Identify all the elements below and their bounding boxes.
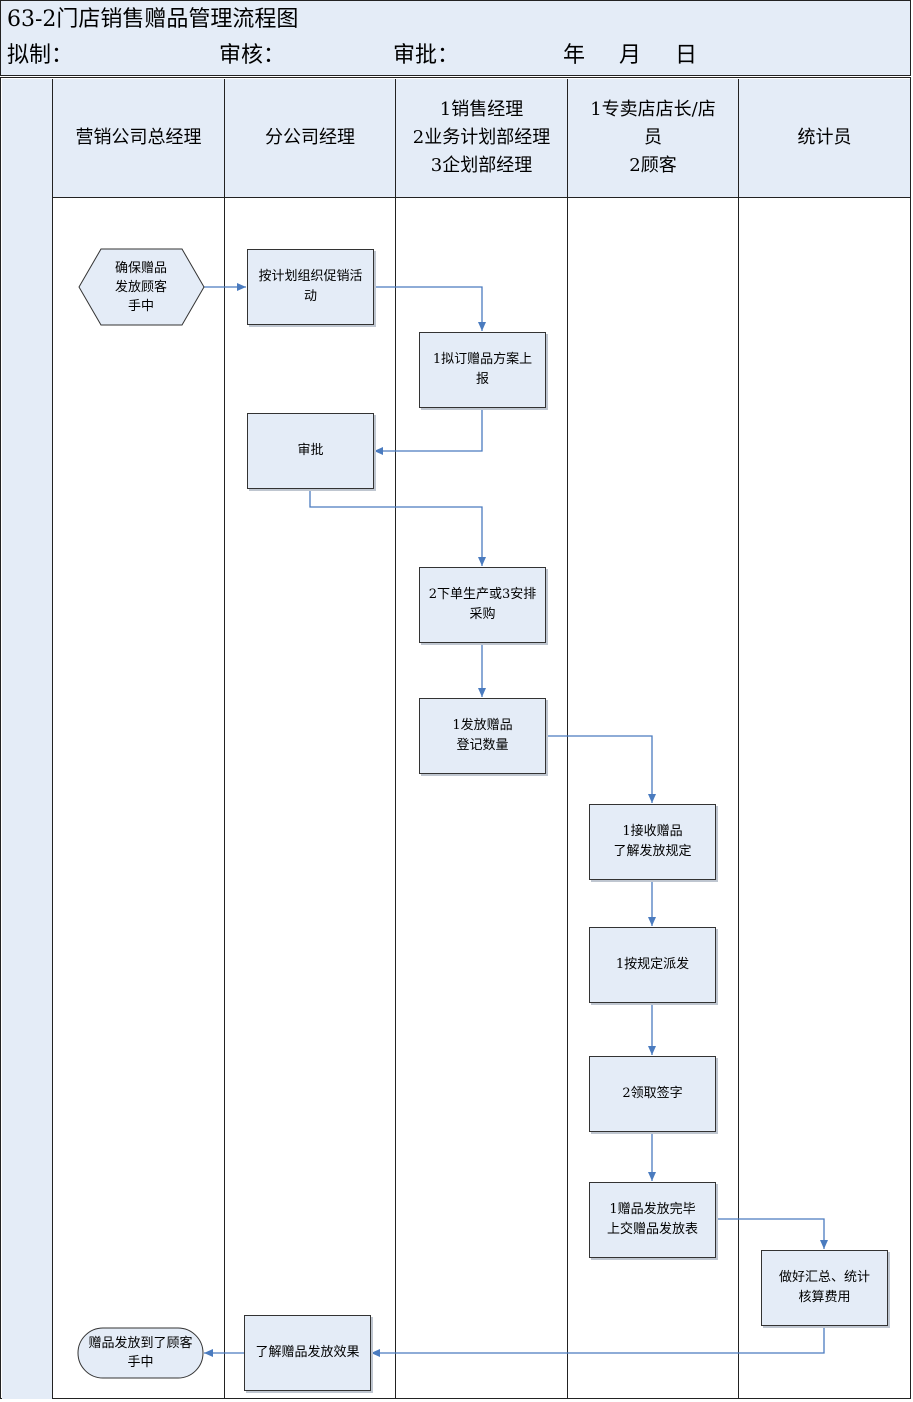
receipt-signature-box: 2领取签字 <box>589 1056 716 1132</box>
draft-gift-plan-box: 1拟订赠品方案上 报 <box>419 332 546 408</box>
year-label: 年 <box>563 43 586 68</box>
left-margin-column <box>2 79 52 1399</box>
day-label: 日 <box>675 43 698 68</box>
swimlane-frame <box>0 77 911 1399</box>
header-panel: 63-2门店销售赠品管理流程图 拟制： 审核： 审批： 年 月 日 <box>0 0 911 76</box>
lane-divider <box>395 79 396 1399</box>
lane-header-general-manager: 营销公司总经理 <box>53 79 224 197</box>
start-node: 确保赠品 发放顾客 手中 <box>114 260 167 314</box>
dispatch-gifts-box: 1按规定派发 <box>589 927 716 1003</box>
summary-cost-box: 做好汇总、统计 核算费用 <box>761 1250 888 1326</box>
distribution-complete-box: 1赠品发放完毕 上交赠品发放表 <box>589 1182 716 1258</box>
production-purchase-box: 2下单生产或3安排 采购 <box>419 567 546 643</box>
lane-divider <box>224 79 225 1399</box>
receive-gifts-box: 1接收赠品 了解发放规定 <box>589 804 716 880</box>
lane-header-statistician: 统计员 <box>739 79 910 197</box>
reviewed-by-label: 审核： <box>219 43 286 68</box>
lane-header-divider <box>52 197 911 198</box>
lane-divider <box>567 79 568 1399</box>
approved-by-label: 审批： <box>393 43 460 68</box>
arrow-distribute-to-receive <box>546 735 656 803</box>
end-terminator-shape <box>77 1327 204 1379</box>
lane-divider <box>52 79 53 1399</box>
arrow-complete-to-summary <box>716 1218 828 1249</box>
arrow-draft-to-approve <box>374 408 483 455</box>
lane-header-store-manager: 1专卖店店长/店 员 2顾客 <box>568 79 738 197</box>
drafted-by-label: 拟制： <box>7 43 74 68</box>
lane-divider <box>738 79 739 1399</box>
organize-promotion-box: 按计划组织促销活 动 <box>247 249 374 325</box>
arrow-approve-to-production <box>309 489 486 566</box>
end-node: 赠品发放到了顾客 手中 <box>88 1336 193 1370</box>
arrow-summary-to-feedback <box>371 1326 825 1357</box>
start-hexagon-shape <box>78 248 205 326</box>
lane-header-branch-manager: 分公司经理 <box>225 79 395 197</box>
month-label: 月 <box>619 43 642 68</box>
review-effect-box: 了解赠品发放效果 <box>244 1315 371 1391</box>
lane-header-sales-manager: 1销售经理 2业务计划部经理 3企划部经理 <box>396 79 567 197</box>
approval-box: 审批 <box>247 413 374 489</box>
distribute-gifts-box: 1发放赠品 登记数量 <box>419 698 546 774</box>
page-title: 63-2门店销售赠品管理流程图 <box>7 7 299 32</box>
arrow-organize-to-draft <box>373 286 486 331</box>
